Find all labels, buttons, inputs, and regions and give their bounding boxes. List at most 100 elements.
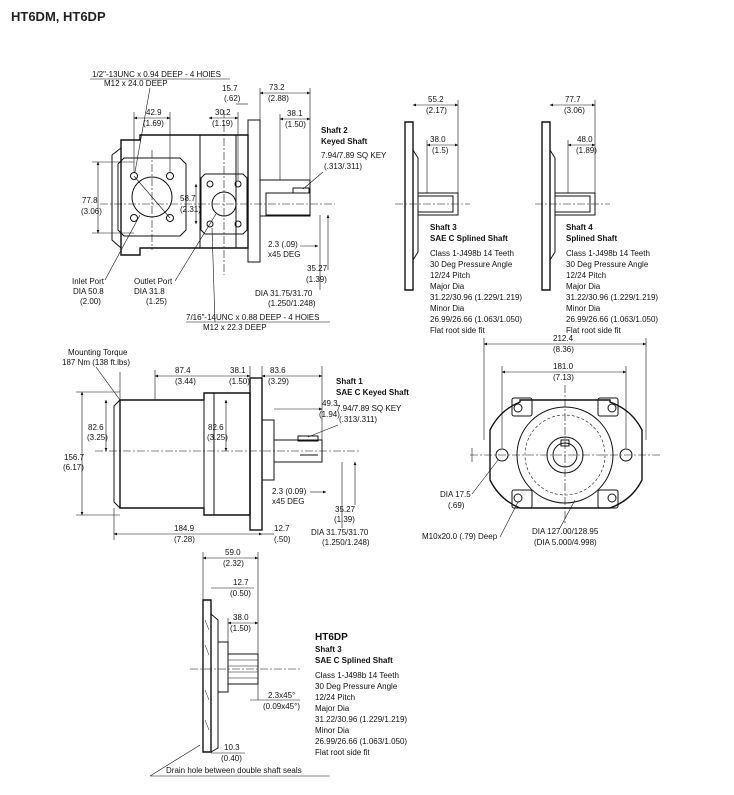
dim-label: (.50) xyxy=(274,535,291,544)
spec-line: Flat root side fit xyxy=(566,326,621,335)
dim-label: 2.3x45° xyxy=(268,691,295,700)
spec-line: 30 Deg Pressure Angle xyxy=(430,260,513,269)
dim-label: (0.50) xyxy=(230,589,251,598)
dim-label: (7.28) xyxy=(174,535,195,544)
spec-line: Minor Dia xyxy=(315,726,350,735)
dim-label: (2.32) xyxy=(223,559,244,568)
dim-label: (1.69) xyxy=(143,119,164,128)
dim-label: (1.50) xyxy=(229,377,250,386)
dim-label: (1.94) xyxy=(319,410,340,419)
dim-label: 77.7 xyxy=(565,95,581,104)
spec-line: 26.99/26.66 (1.063/1.050) xyxy=(315,737,407,746)
dim-label: 30.2 xyxy=(215,108,231,117)
dim-label: 2.3 (.09) xyxy=(268,240,298,249)
dim-label: (1.50) xyxy=(285,120,306,129)
dim-label: (2.31) xyxy=(180,205,201,214)
shaft2-title: Shaft 2 xyxy=(321,126,348,135)
dim-label: (.62) xyxy=(224,94,241,103)
ht6dp-title: HT6DP xyxy=(315,632,348,643)
dim-label: (1.39) xyxy=(306,275,327,284)
spec-line: Class 1-J498b 14 Teeth xyxy=(566,249,650,258)
dim-label: x45 DEG xyxy=(268,250,300,259)
ht6dp-subtitle: Shaft 3 xyxy=(315,645,342,654)
dim-label: 82.6 xyxy=(88,423,104,432)
dim-label: 38.1 xyxy=(230,366,246,375)
dim-label: 38.0 xyxy=(233,613,249,622)
dim-label: DIA 17.5 xyxy=(440,490,471,499)
dim-label: (2.88) xyxy=(268,94,289,103)
dim-label: (3.25) xyxy=(207,433,228,442)
dim-label: M12 x 24.0 DEEP xyxy=(104,79,168,88)
outlet-flange xyxy=(200,173,248,235)
dim-label: 58.7 xyxy=(180,194,196,203)
spec-line: 12/24 Pitch xyxy=(566,271,606,280)
dim-label: (3.44) xyxy=(175,377,196,386)
front-view: 212.4 (8.36) 181.0 (7.13) DIA 17.5 (.69)… xyxy=(422,334,660,547)
shaft4-title: Shaft 4 xyxy=(566,223,593,232)
spec-line: Minor Dia xyxy=(430,304,465,313)
spec-line: Major Dia xyxy=(315,704,350,713)
spec-line: Minor Dia xyxy=(566,304,601,313)
side-view: Mounting Torque 187 Nm (138 ft.lbs) 87.4… xyxy=(62,348,409,547)
dim-label: (1.250/1.248) xyxy=(268,299,316,308)
dim-label: (1.25) xyxy=(146,297,167,306)
spec-line: Major Dia xyxy=(566,282,601,291)
spec-line: Class 1-J498b 14 Teeth xyxy=(430,249,514,258)
spec-line: 31.22/30.96 (1.229/1.219) xyxy=(566,293,658,302)
dim-label: 48.0 xyxy=(577,135,593,144)
dim-label: 12.7 xyxy=(274,524,290,533)
dim-label: (1.5) xyxy=(432,146,449,155)
dim-label: Outlet Port xyxy=(134,277,173,286)
ht6dp-view: 59.0 (2.32) 12.7 (0.50) 38.0 (1.50) 2.3x… xyxy=(149,548,407,777)
spec-line: 26.99/26.66 (1.063/1.050) xyxy=(430,315,522,324)
dim-label: (6.17) xyxy=(63,463,84,472)
dim-label: 181.0 xyxy=(553,362,574,371)
dim-label: (1.19) xyxy=(212,119,233,128)
dim-label: DIA 127.00/128.95 xyxy=(532,527,599,536)
spec-line: Class 1-J498b 14 Teeth xyxy=(315,671,399,680)
dim-label: 87.4 xyxy=(175,366,191,375)
dim-label: 49.3 xyxy=(322,399,338,408)
dim-label: (3.25) xyxy=(87,433,108,442)
shaft1-title: Shaft 1 xyxy=(336,377,363,386)
dim-label: DIA 31.75/31.70 xyxy=(311,528,369,537)
dim-label: (DIA 5.000/4.998) xyxy=(534,538,597,547)
dim-label: (7.13) xyxy=(553,373,574,382)
dim-label: (.69) xyxy=(448,501,465,510)
dim-label: M10x20.0 (.79) Deep xyxy=(422,532,498,541)
dim-label: (.313/.311) xyxy=(339,415,377,424)
dim-label: (.313/.311) xyxy=(324,162,362,171)
dim-label: 55.2 xyxy=(428,95,444,104)
shaft2-title: Keyed Shaft xyxy=(321,137,368,146)
shaft4-title: Splined Shaft xyxy=(566,234,617,243)
dim-label: (8.36) xyxy=(553,345,574,354)
drain-note: Drain hole between double shaft seals xyxy=(166,766,302,775)
page-title: HT6DM, HT6DP xyxy=(11,9,106,24)
dim-label: 212.4 xyxy=(553,334,574,343)
shaft4-view: 77.7 (3.06) 48.0 (1.89) Shaft 4 Splined … xyxy=(535,95,658,335)
shaft1-title: SAE C Keyed Shaft xyxy=(336,388,409,397)
dim-label: 83.6 xyxy=(270,366,286,375)
dim-label: (1.89) xyxy=(576,146,597,155)
top-view: 1/2"-13UNC x 0.94 DEEP - 4 HOlES M12 x 2… xyxy=(72,70,387,332)
dim-label: 187 Nm (138 ft.lbs) xyxy=(62,358,130,367)
dim-label: Inlet Port xyxy=(72,277,105,286)
dim-label: x45 DEG xyxy=(272,497,304,506)
dim-label: 12.7 xyxy=(233,578,249,587)
dim-label: 7/16"-14UNC x 0.88 DEEP - 4 HOlES xyxy=(186,313,319,322)
dim-label: 1/2"-13UNC x 0.94 DEEP - 4 HOlES xyxy=(92,70,221,79)
dim-label: 42.9 xyxy=(146,108,162,117)
spec-line: 12/24 Pitch xyxy=(315,693,355,702)
dim-label: (3.06) xyxy=(81,207,102,216)
dim-label: 10.3 xyxy=(224,743,240,752)
shaft3-title: SAE C Splined Shaft xyxy=(430,234,508,243)
spec-line: 31.22/30.96 (1.229/1.219) xyxy=(315,715,407,724)
dim-label: 184.9 xyxy=(174,524,195,533)
dim-label: (2.17) xyxy=(426,106,447,115)
dim-label: 82.6 xyxy=(208,423,224,432)
dim-label: 35.27 xyxy=(307,264,328,273)
dim-label: DIA 31.8 xyxy=(134,287,165,296)
dim-label: 35.27 xyxy=(335,505,356,514)
dim-label: (1.250/1.248) xyxy=(322,538,370,547)
